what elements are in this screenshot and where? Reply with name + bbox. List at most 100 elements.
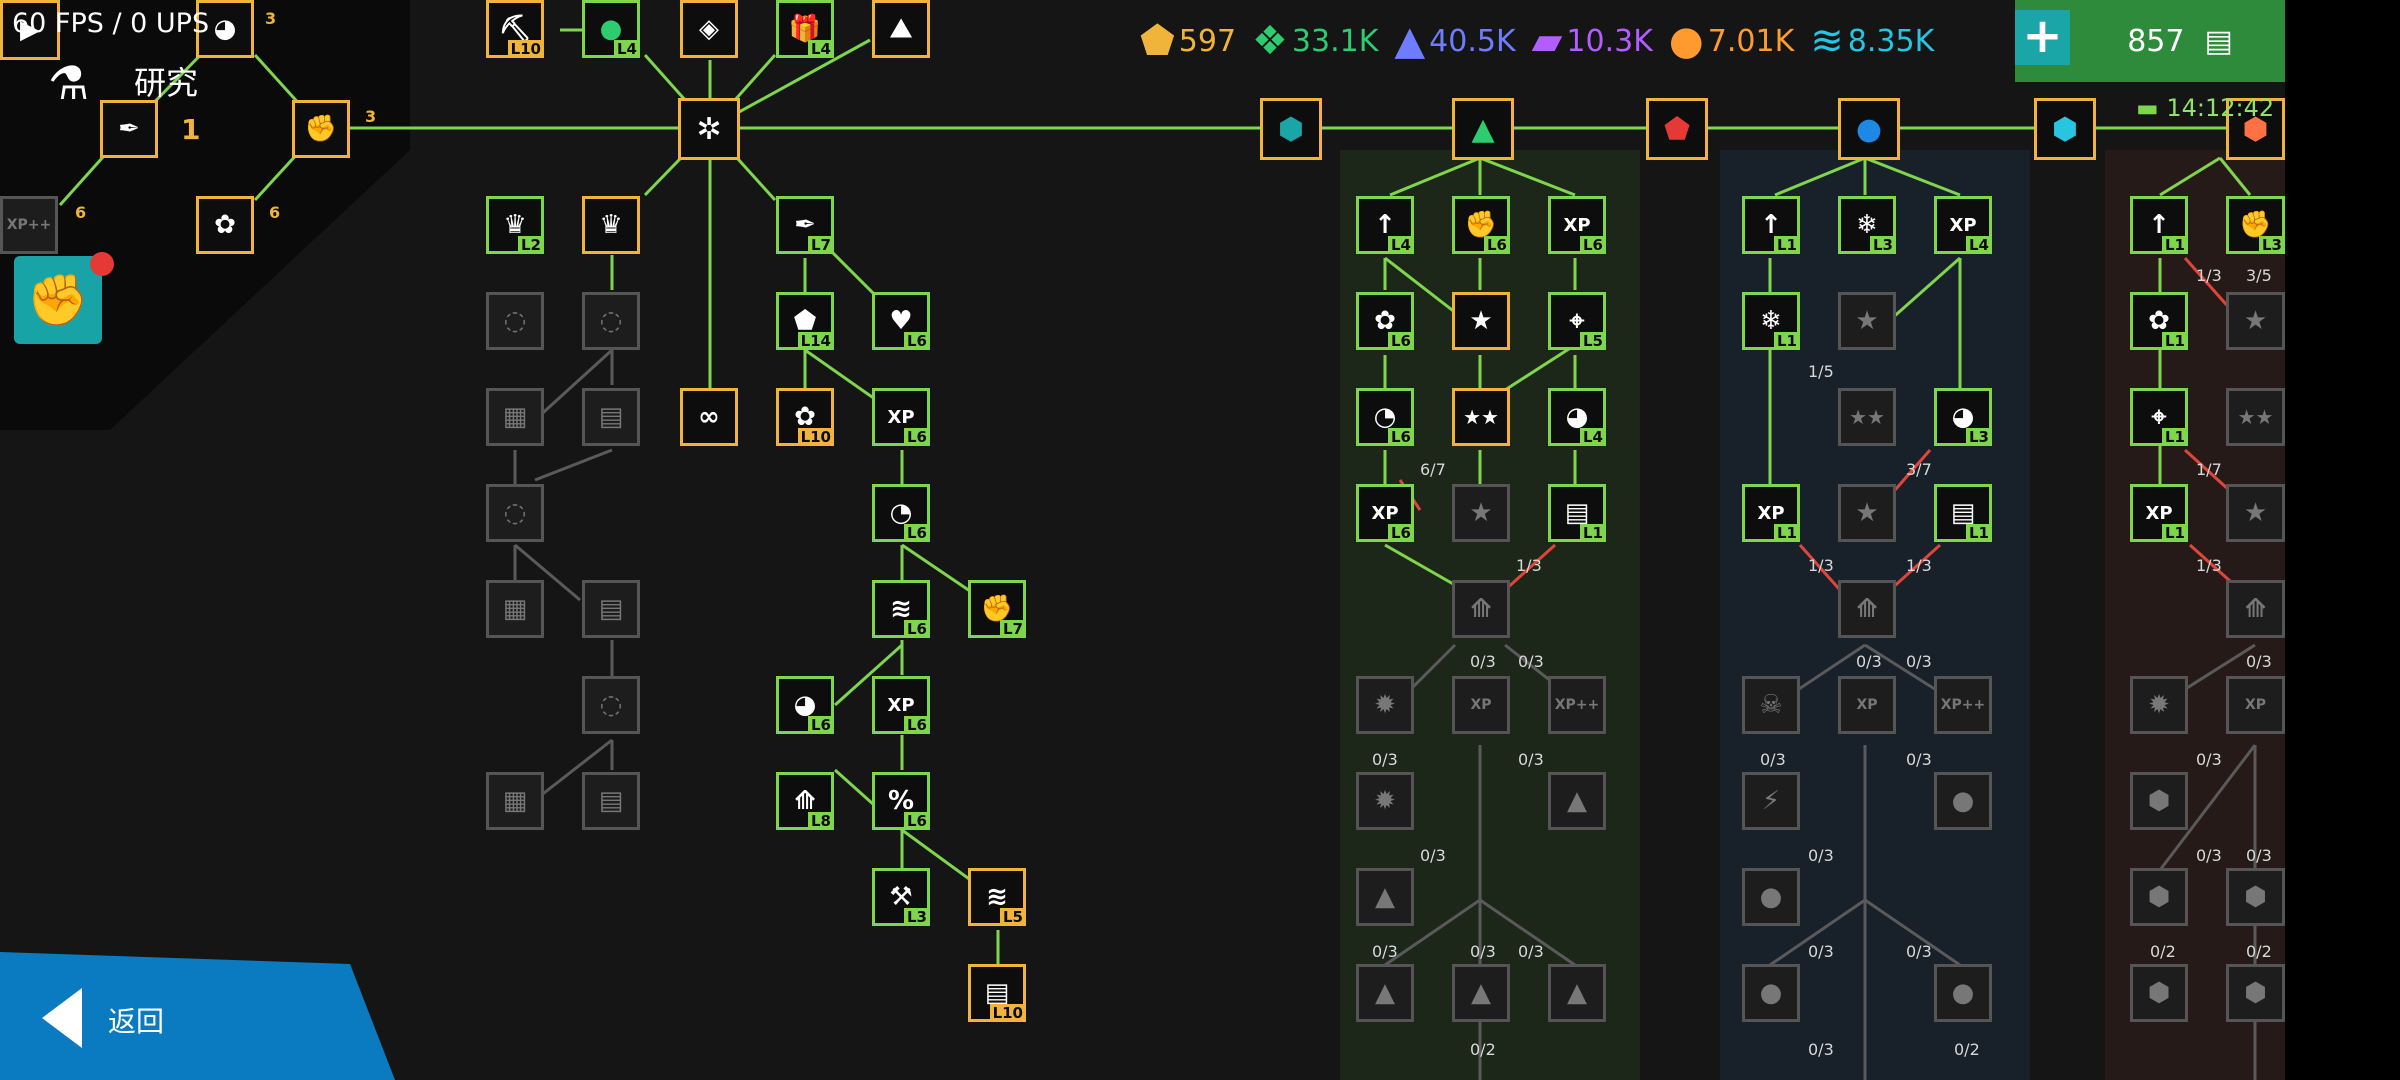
g-mix-node[interactable]: ✿L6 (1356, 292, 1414, 350)
left-node-1[interactable]: ▶ (0, 0, 60, 60)
g-locked-stars-node[interactable]: ★ (1452, 484, 1510, 542)
g-stars-node[interactable]: ★★ (1452, 388, 1510, 446)
g-star-node[interactable]: ★ (1452, 292, 1510, 350)
b-locked-star-node[interactable]: ★ (1838, 292, 1896, 350)
g-locked-node[interactable]: ✹ (1356, 772, 1414, 830)
g-target-node[interactable]: ⌖L5 (1548, 292, 1606, 350)
zigzag-node[interactable]: ≋L6 (872, 580, 930, 638)
locked-node[interactable]: ▦ (486, 580, 544, 638)
add-currency-button[interactable]: + (2015, 10, 2070, 65)
g-locked-node[interactable]: ▲ (1548, 772, 1606, 830)
g-ab-node[interactable]: ◔L6 (1356, 388, 1414, 446)
b-locked-node[interactable]: XP++ (1934, 676, 1992, 734)
r-mix-node[interactable]: ✿L1 (2130, 292, 2188, 350)
cyan-hub-node[interactable]: ⬢ (2034, 98, 2096, 160)
b-locked-node[interactable]: XP (1838, 676, 1896, 734)
ticket-node[interactable]: ▤L10 (968, 964, 1026, 1022)
left-xp-node[interactable]: XP++6 (0, 196, 86, 254)
locked-node[interactable]: ▤ (582, 580, 640, 638)
g-pac-node[interactable]: ◕L4 (1548, 388, 1606, 446)
pen-node[interactable]: ✒L7 (776, 196, 834, 254)
r-locked-node[interactable]: ★ (2226, 484, 2285, 542)
r-fist-node[interactable]: ✊L3 (2226, 196, 2285, 254)
ab-node[interactable]: ◔L6 (872, 484, 930, 542)
mountain-node[interactable]: ⛰ (872, 0, 930, 58)
b-locked-node[interactable]: ☠ (1742, 676, 1800, 734)
pacman-node[interactable]: ◕L6 (776, 676, 834, 734)
b-locked-node[interactable]: ● (1742, 868, 1800, 926)
red-hub-node[interactable]: ⬟ (1646, 98, 1708, 160)
locked-node[interactable]: ▤ (582, 388, 640, 446)
locked-node[interactable]: ◌ (486, 484, 544, 542)
sell-node[interactable]: %L6 (872, 772, 930, 830)
tree-node[interactable]: ⟰L8 (776, 772, 834, 830)
left-mix-node[interactable]: ✿6 (196, 196, 280, 254)
link-node[interactable]: ∞ (680, 388, 738, 446)
r-locked-node[interactable]: ⬢ (2226, 868, 2285, 926)
central-hub-node[interactable]: ✲ (678, 98, 740, 160)
g-locked-node[interactable]: ▲ (1452, 964, 1510, 1022)
orange-hub-node[interactable]: ⬢ (2226, 98, 2285, 160)
g-arrow-node[interactable]: ↑L4 (1356, 196, 1414, 254)
g-locked-node[interactable]: ▲ (1548, 964, 1606, 1022)
pickaxe-node[interactable]: ⛏L10 (486, 0, 544, 58)
locked-node[interactable]: ▤ (582, 772, 640, 830)
r-locked-node[interactable]: ⬢ (2130, 772, 2188, 830)
gem-hand-node[interactable]: ⬟L14 (776, 292, 834, 350)
g-locked-node[interactable]: XP (1452, 676, 1510, 734)
b-locked-node[interactable]: ● (1934, 964, 1992, 1022)
left-fist-node[interactable]: ✊3 (292, 100, 376, 158)
r-locked-node[interactable]: ★★ (2226, 388, 2285, 446)
green-hub-node[interactable]: ▲ (1452, 98, 1514, 160)
r-locked-node[interactable]: ✹ (2130, 676, 2188, 734)
b-locked-node[interactable]: ★ (1838, 484, 1896, 542)
r-target-node[interactable]: ⌖L1 (2130, 388, 2188, 446)
r-locked-node[interactable]: ⟰ (2226, 580, 2285, 638)
r-locked-node[interactable]: ★ (2226, 292, 2285, 350)
gift-node[interactable]: 🎁L4 (776, 0, 834, 58)
g-locked-node[interactable]: ✹ (1356, 676, 1414, 734)
blue-hub-node[interactable]: ● (1838, 98, 1900, 160)
b-locked-stars-node[interactable]: ★★ (1838, 388, 1896, 446)
mix-node[interactable]: ✿L10 (776, 388, 834, 446)
r-locked-node[interactable]: ⬢ (2130, 868, 2188, 926)
mask-node[interactable]: ◈ (680, 0, 738, 58)
r-arrow-node[interactable]: ↑L1 (2130, 196, 2188, 254)
b-arrow-node[interactable]: ↑L1 (1742, 196, 1800, 254)
axe-node[interactable]: ⚒L3 (872, 868, 930, 926)
fist-ability-button[interactable]: ✊ (14, 256, 102, 344)
zigzag-gold-node[interactable]: ≋L5 (968, 868, 1026, 926)
r-locked-node[interactable]: XP (2226, 676, 2285, 734)
b-locked-node[interactable]: ● (1934, 772, 1992, 830)
locked-node[interactable]: ◌ (582, 292, 640, 350)
g-locked-node[interactable]: ▲ (1356, 868, 1414, 926)
locked-node[interactable]: ◌ (582, 676, 640, 734)
b-locked-node[interactable]: ● (1742, 964, 1800, 1022)
crown-gift-node[interactable]: ♛L2 (486, 196, 544, 254)
r-locked-node[interactable]: ⬢ (2130, 964, 2188, 1022)
b-snow2-node[interactable]: ❄L1 (1742, 292, 1800, 350)
locked-node[interactable]: ◌ (486, 292, 544, 350)
crown-node[interactable]: ♛ (582, 196, 640, 254)
b-ticket-node[interactable]: ▤L1 (1934, 484, 1992, 542)
b-locked-node[interactable]: ⟰ (1838, 580, 1896, 638)
locked-node[interactable]: ▦ (486, 388, 544, 446)
left-pacman-node[interactable]: ◕3 (196, 0, 276, 58)
g-fist-node[interactable]: ✊L6 (1452, 196, 1510, 254)
b-locked-node[interactable]: ⚡ (1742, 772, 1800, 830)
r-locked-node[interactable]: ⬢ (2226, 964, 2285, 1022)
g-ticket-node[interactable]: ▤L1 (1548, 484, 1606, 542)
green-orb-node[interactable]: ●L4 (582, 0, 640, 58)
back-button[interactable]: 返回 (0, 952, 395, 1080)
g-locked-node[interactable]: ⟰ (1452, 580, 1510, 638)
heart-node[interactable]: ♥L6 (872, 292, 930, 350)
b-snow-node[interactable]: ❄L3 (1838, 196, 1896, 254)
locked-node[interactable]: ▦ (486, 772, 544, 830)
